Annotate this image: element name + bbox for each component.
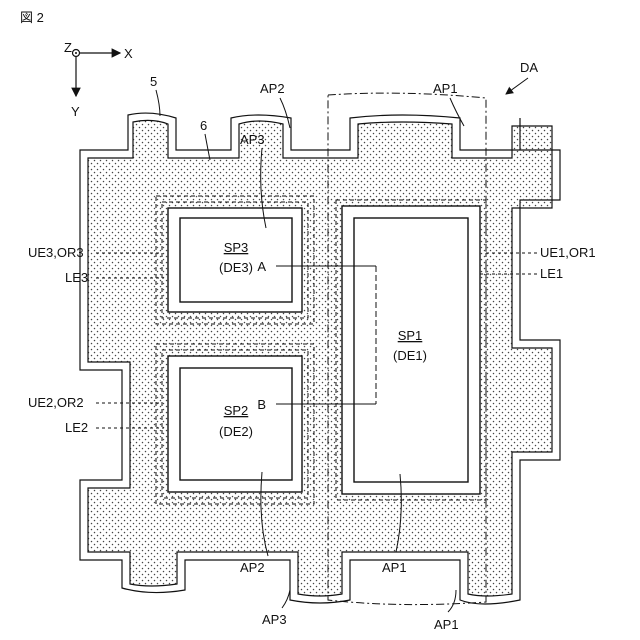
label-6: 6	[200, 118, 207, 133]
label-da: DA	[520, 60, 538, 75]
label-ap1-bottom: AP1	[382, 560, 407, 575]
axis-z-label: Z	[64, 40, 72, 55]
subpixel-sp2: SP2 (DE2)	[156, 344, 314, 504]
subpixel-sp1: SP1 (DE1)	[336, 200, 486, 500]
label-ap1-bottom-2: AP1	[434, 617, 459, 632]
label-ap3-bottom: AP3	[262, 612, 287, 627]
label-ue3-or3: UE3,OR3	[28, 245, 84, 260]
label-le1: LE1	[540, 266, 563, 281]
label-ap3-top: AP3	[240, 132, 265, 147]
subpixel-sp3: SP3 (DE3)	[156, 196, 314, 324]
sp2-electrode: (DE2)	[219, 424, 253, 439]
dotted-layer	[88, 120, 552, 596]
label-5: 5	[150, 74, 157, 89]
figure-label: 図 2	[20, 10, 44, 25]
label-ap1-top: AP1	[433, 81, 458, 96]
label-le3: LE3	[65, 270, 88, 285]
sp1-name: SP1	[398, 328, 423, 343]
label-ap2-bottom: AP2	[240, 560, 265, 575]
point-a-label: A	[257, 259, 266, 274]
sp1-electrode: (DE1)	[393, 348, 427, 363]
axis-x-label: X	[124, 46, 133, 61]
label-ap2-top: AP2	[260, 81, 285, 96]
sp3-electrode: (DE3)	[219, 260, 253, 275]
label-le2: LE2	[65, 420, 88, 435]
point-b-label: B	[257, 397, 266, 412]
axis-indicator: Z X Y	[64, 40, 133, 119]
sp2-name: SP2	[224, 403, 249, 418]
axis-y-label: Y	[71, 104, 80, 119]
label-ue2-or2: UE2,OR2	[28, 395, 84, 410]
sp3-name: SP3	[224, 240, 249, 255]
label-ue1-or1: UE1,OR1	[540, 245, 596, 260]
